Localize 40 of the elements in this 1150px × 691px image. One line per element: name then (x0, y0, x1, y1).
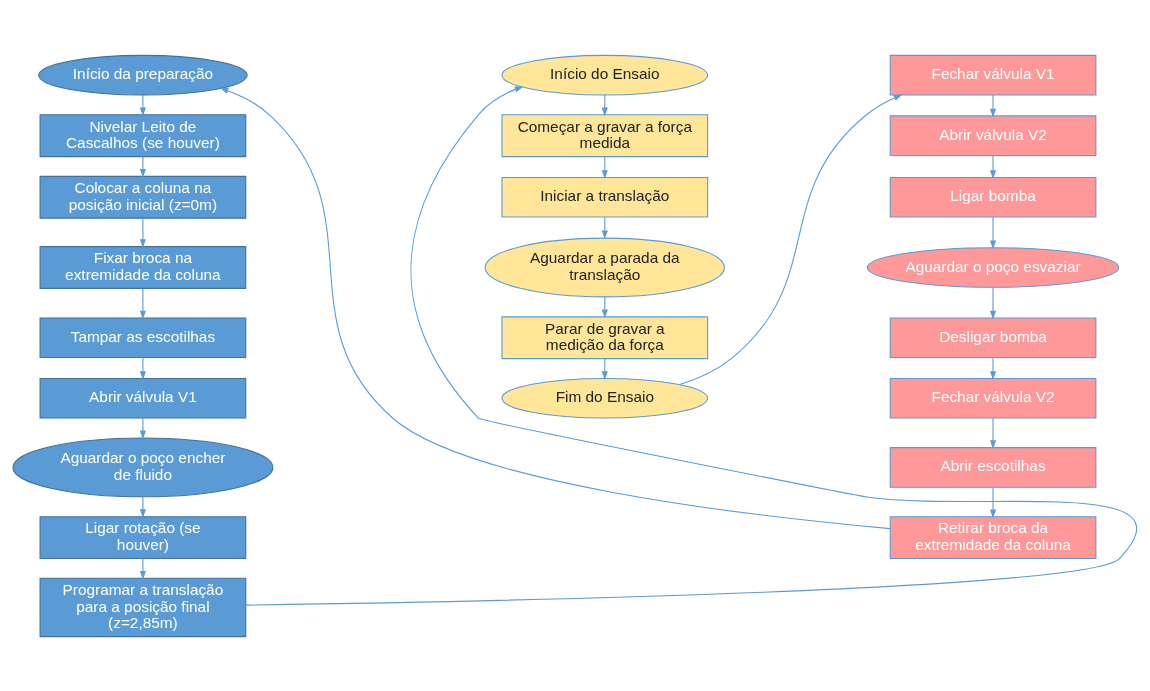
node-box: Ligar bomba (889, 176, 1097, 218)
arrow (989, 154, 997, 179)
node-box: Fechar válvula V2 (889, 377, 1097, 419)
node-box: Tampar as escotilhas (39, 316, 247, 358)
node-ellipse: Fim do Ensaio (501, 377, 709, 419)
arrow (139, 217, 146, 248)
node-box: Ligar rotação (se houver) (39, 515, 247, 559)
arrow (989, 417, 997, 449)
node-box: Iniciar a translação (501, 176, 709, 218)
node-box: Desligar bomba (889, 316, 1097, 358)
node-box: Começar a gravar a força medida (501, 113, 709, 157)
node-ellipse: Aguardar a parada da translação (484, 237, 725, 297)
arrow (219, 87, 891, 529)
node-box: Abrir válvula V1 (39, 377, 247, 419)
arrow (139, 417, 146, 439)
arrow (139, 155, 146, 178)
node-box: Colocar a coluna na posição inicial (z=0m) (39, 175, 247, 219)
arrow (989, 356, 997, 380)
arrow (989, 286, 997, 319)
node-ellipse: Aguardar o poço encher de fluido (12, 436, 274, 497)
node-box: Programar a translação para a posição final (z=2,85m) (39, 577, 247, 637)
arrow (989, 94, 997, 117)
arrow (245, 85, 1137, 606)
arrow (139, 287, 146, 320)
node-box: Abrir escotilhas (889, 446, 1097, 488)
node-ellipse: Início do Ensaio (501, 54, 709, 96)
arrow (989, 486, 997, 518)
arrow (139, 495, 146, 518)
node-box: Fixar broca na extremidade da coluna (39, 245, 247, 289)
node-ellipse: Aguardar o poço esvaziar (866, 246, 1120, 288)
arrow (139, 557, 146, 580)
node-box: Fechar válvula V1 (889, 54, 1097, 96)
node-box: Nivelar Leito de Cascalhos (se houver) (39, 113, 247, 157)
arrow (139, 94, 146, 116)
node-box: Abrir válvula V2 (889, 114, 1097, 156)
arrow (989, 216, 997, 249)
node-box: Parar de gravar a medição da força (501, 315, 709, 359)
arrow (139, 356, 146, 380)
node-box: Retirar broca da extremidade da coluna (889, 515, 1097, 559)
arrow (679, 93, 903, 385)
